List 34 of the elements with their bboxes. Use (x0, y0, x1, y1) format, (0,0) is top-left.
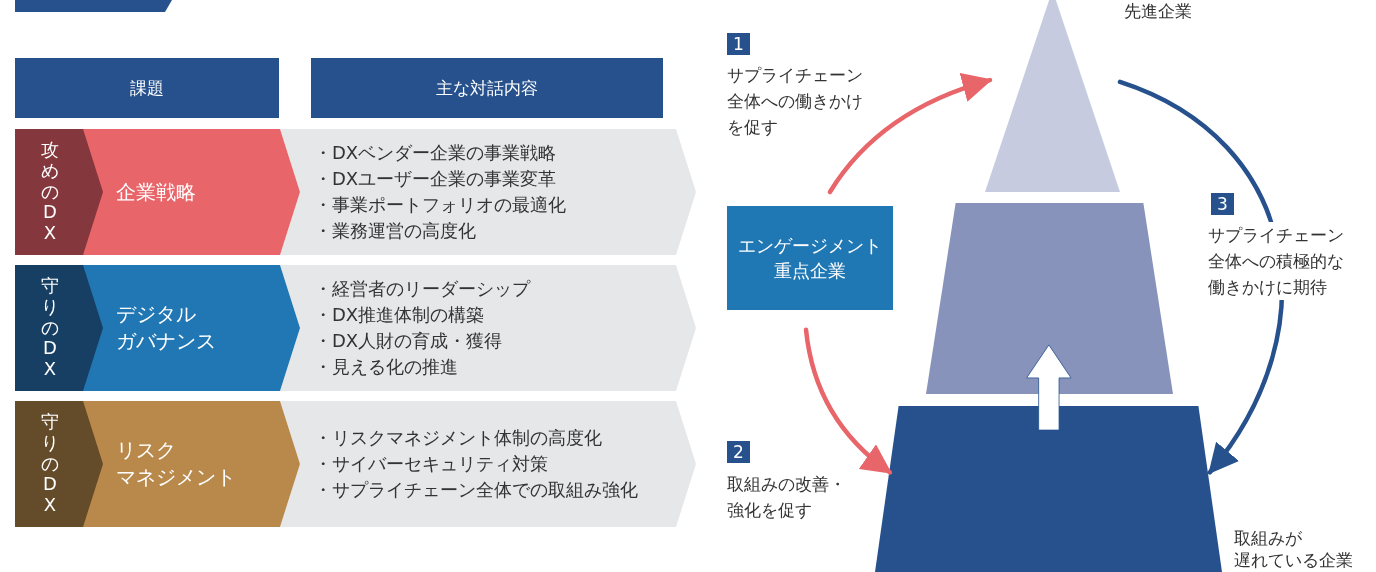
issue-label: リスクマネジメント (116, 437, 237, 491)
list-item: ・見える化の推進 (314, 355, 459, 379)
list-item: ・リスクマネジメント体制の高度化 (314, 426, 603, 450)
category-tab (15, 265, 103, 391)
tier-caption: 先進企業 (1124, 0, 1193, 22)
issue-label: 企業戦略 (116, 178, 197, 206)
curved-arrow (803, 327, 893, 475)
block-arrow (1026, 344, 1072, 431)
list-item: ・DXベンダー企業の事業戦略 (314, 141, 558, 165)
step-number: 3 (1211, 193, 1234, 215)
category-label: 攻めのDX (41, 140, 59, 244)
category-label: 守りのDX (41, 412, 59, 516)
list-item: ・事業ポートフォリオの最適化 (314, 193, 567, 217)
header-text: 課題 (130, 76, 164, 100)
column-header (15, 58, 279, 118)
list-item: ・経営者のリーダーシップ (314, 277, 532, 301)
category-label: 守りのDX (41, 276, 59, 380)
list-item: ・サイバーセキュリティ対策 (314, 452, 549, 476)
curved-arrow (827, 73, 993, 195)
category-tab (15, 401, 103, 527)
engagement-box (727, 206, 893, 310)
step-number: 2 (727, 441, 750, 463)
tier-caption: 取組みが遅れている企業 (1234, 527, 1354, 571)
column-header (311, 58, 663, 118)
issue-label: デジタルガバナンス (116, 301, 217, 355)
list-item: ・サプライチェーン全体での取組み強化 (314, 478, 639, 502)
box-label: エンゲージメント重点企業 (737, 233, 883, 283)
list-item: ・DX推進体制の構築 (314, 303, 486, 327)
category-tab (15, 129, 103, 255)
header-text: 主な対話内容 (436, 76, 538, 100)
step-number: 1 (727, 33, 750, 55)
list-item: ・業務運営の高度化 (314, 219, 477, 243)
list-item: ・DX人財の育成・獲得 (314, 329, 504, 353)
list-item: ・DXユーザー企業の事業変革 (314, 167, 558, 191)
